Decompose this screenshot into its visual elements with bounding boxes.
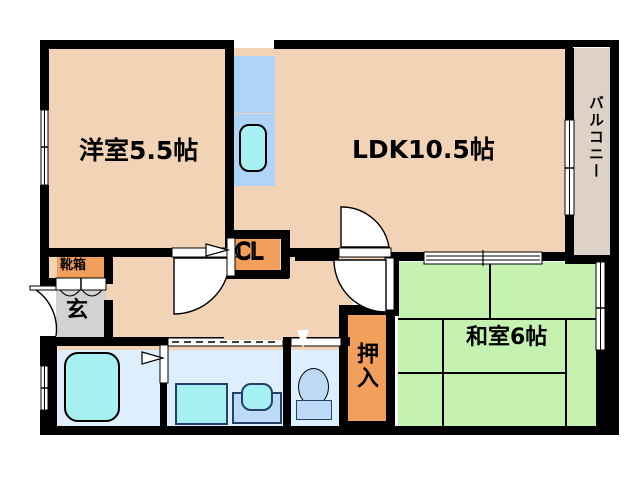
washing-machine-space [175,383,228,425]
wall-cl-bottom [225,270,289,279]
label-oshiire: 押入 [353,342,378,390]
kitchen-sink-bowl [239,124,267,172]
toilet-tank [296,400,332,420]
shoe-box-fill [57,255,109,278]
wall-genkan-right-upper [104,248,113,284]
wall-left-upper [40,40,49,110]
wall-bath-left [48,345,57,427]
western-room-window [40,109,49,186]
wall-oshiire-bottom [339,421,395,430]
wall-entrance-top [40,278,56,287]
tatami-line-v2 [442,318,444,430]
wall-right-outer-lower [604,255,619,435]
oshiire-fill [345,315,387,428]
kitchen-counter [233,56,275,113]
label-western-room: 洋室5.5帖 [79,136,199,165]
wall-west-kitchen-divider [225,48,234,248]
wall-left-lower1 [40,336,49,366]
label-cl-closet: CL [234,240,264,265]
tatami-line-v1 [489,262,491,319]
wall-ldk-right-upper [565,48,574,120]
wall-genkan-right-lower [104,300,113,345]
wash-basin-bowl [241,383,273,411]
wall-balcony-right [610,40,619,263]
wall-ldk-right-lower [565,215,574,263]
wall-oshiire-right [386,305,395,430]
wall-toilet-right [340,345,348,427]
wall-cl-top [225,230,289,239]
bathroom-window [40,365,49,411]
label-shoe-box: 靴箱 [60,258,87,273]
toilet-bowl [298,368,329,406]
wall-toilet-left [283,345,291,427]
wall-west-room-bottom [48,248,234,257]
label-genkan: 玄 [66,298,89,323]
wall-tatami-left-upper [390,252,399,316]
wall-genkan-top [48,248,110,257]
tatami-line-h1 [398,318,596,320]
wall-left-mid [40,185,49,280]
wall-left-lower2 [40,410,49,435]
wall-bottom [40,426,619,435]
balcony-top-rail [573,40,619,45]
wall-wet-top [40,337,350,346]
japanese-room-fill [398,262,596,430]
tatami-line-h3 [442,372,566,374]
wall-bath-right [160,345,167,427]
wall-top-left [40,40,234,49]
wall-right-tatami-lower [596,350,605,435]
wall-top-right [274,40,573,49]
cl-closet-fill [233,238,280,276]
label-ldk: LDK10.5帖 [352,135,495,164]
bathtub [64,352,120,422]
tatami-line-v3 [565,318,567,430]
wall-ldk-bottom-left [295,252,339,261]
label-balcony: バルコニー [587,95,605,180]
tatami-line-h4 [398,372,443,374]
label-japanese-room: 和室6帖 [466,325,548,350]
wall-ldk-bottom-right [390,252,573,261]
wall-balcony-bottom [565,255,619,264]
wall-entrance-bottom [40,336,56,345]
